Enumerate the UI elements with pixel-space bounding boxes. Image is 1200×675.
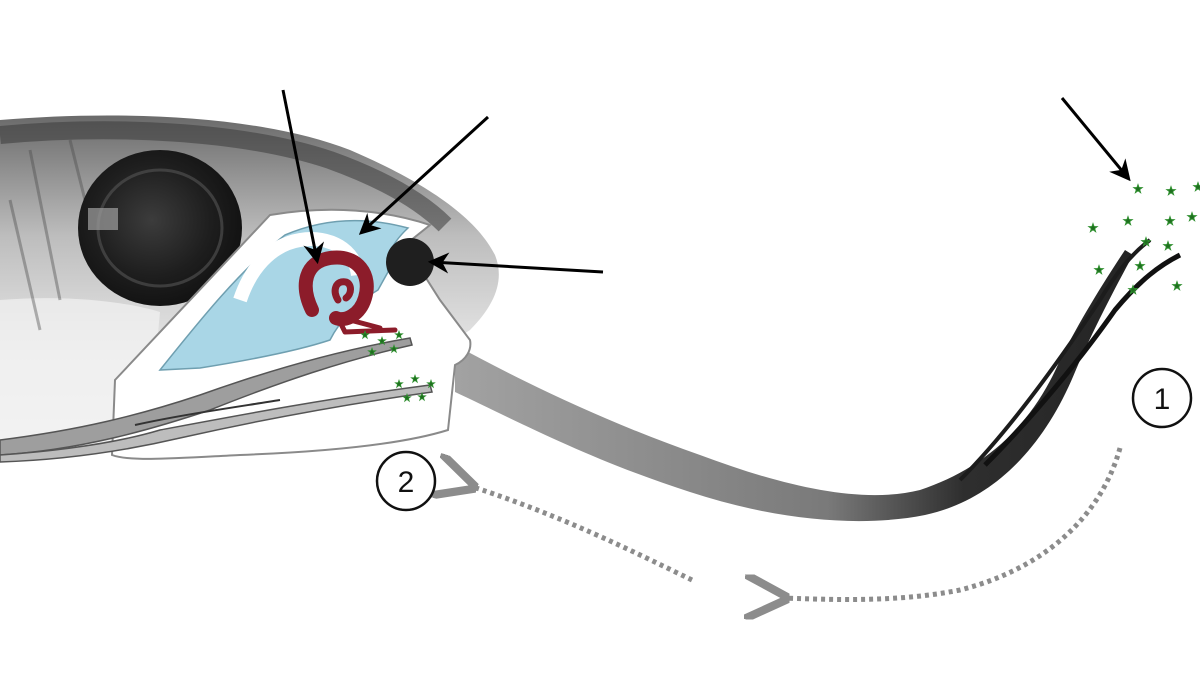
odorant-star-icon [1134,260,1146,271]
odorant-star-icon [1162,240,1174,251]
odorant-star-icon [1171,280,1183,291]
nasal-inset [0,208,472,463]
nostril-opening-icon [386,238,434,286]
flow-arrow-step-1 [782,447,1123,600]
odorant-star-icon [1192,181,1200,192]
step-badge-2-number: 2 [398,466,415,499]
odorant-star-icon [1132,183,1144,194]
step-badge-2: 2 [375,450,437,512]
olfactory-rosette-icon [298,250,398,335]
eye-icon [78,150,242,306]
arrow-to-nostril [427,252,604,274]
step-badge-1-number: 1 [1154,383,1171,416]
inset-barbel-upper [0,337,413,456]
odorant-star-icon [1122,215,1134,226]
barbel-main [455,250,1133,522]
odorant-star-icon [1087,222,1099,233]
step-badge-1-circle [1131,367,1193,429]
head-dorsal-shading [0,121,452,232]
step-badge-1: 1 [1131,367,1193,429]
odorant-star-icon [1164,215,1176,226]
odorant-star-icon [1093,264,1105,275]
inset-barbel-split [134,399,281,426]
step-badge-2-circle [375,450,437,512]
flow-arrow-step-2 [470,486,694,583]
barbels [455,238,1182,522]
arrow-to-odorants [1060,97,1131,182]
odorant-star-icon [1186,211,1198,222]
eye-reflection [88,208,118,230]
barbel-tip-upper [983,252,1182,467]
inset-barbel-lower [0,384,433,463]
odorant-star-icon [1165,185,1177,196]
arrow-to-nasal-cavity [358,115,490,235]
flow-arrows [470,447,1123,600]
arrow-to-rosette [281,89,325,265]
pointer-arrows [281,89,1131,274]
barbel-tip-lower [958,238,1152,482]
